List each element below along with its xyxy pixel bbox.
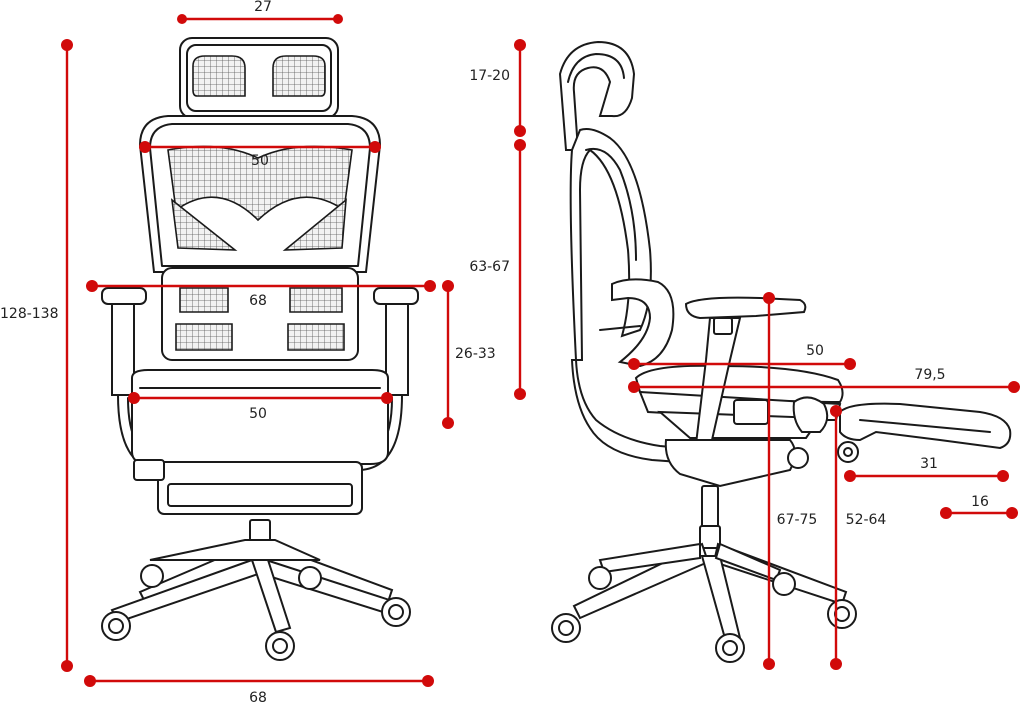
- side-armrest: [684, 296, 807, 446]
- dim-headrest-height: [514, 39, 526, 137]
- side-headrest: [558, 40, 636, 151]
- dim-seat-floor-height: [830, 405, 842, 670]
- label-seat-depth: 50: [806, 343, 824, 359]
- side-view-chair: [551, 40, 1012, 663]
- label-base-width: 68: [249, 690, 267, 703]
- dim-backrest-height: [514, 139, 526, 400]
- dim-armrest-height: [442, 280, 454, 429]
- front-armrests: [101, 287, 419, 471]
- dim-footrest-extension: [844, 470, 1009, 482]
- label-footrest-extension: 31: [920, 456, 938, 472]
- label-backrest-width: 50: [251, 153, 269, 169]
- dim-base-width: [84, 675, 434, 687]
- dim-headrest-width: [177, 14, 343, 24]
- dim-backrest-width: [139, 141, 381, 153]
- dim-seat-width: [128, 392, 393, 404]
- dim-armrest-span: [86, 280, 436, 292]
- label-footrest-width: 16: [971, 494, 989, 510]
- label-total-height: 128-138: [0, 306, 59, 322]
- front-seat: [131, 369, 389, 515]
- dim-footrest-width: [940, 507, 1018, 519]
- dimension-labels: 27 50 68 50 128-138 26-33 68 17-20 63-67…: [0, 0, 989, 706]
- dim-armrest-floor-height: [763, 292, 775, 670]
- side-backrest: [569, 128, 684, 464]
- dimension-lines: [61, 14, 1020, 687]
- front-backrest: [138, 115, 382, 361]
- side-seat: [634, 364, 844, 439]
- front-base: [101, 519, 411, 661]
- label-depth-with-footrest: 79,5: [914, 367, 945, 383]
- dim-depth-with-footrest: [628, 381, 1020, 393]
- side-mechanism: [664, 439, 809, 488]
- front-headrest: [179, 37, 339, 129]
- dim-seat-depth: [628, 358, 856, 370]
- label-armrest-floor-height: 67-75: [777, 512, 818, 528]
- label-headrest-height: 17-20: [469, 68, 510, 84]
- side-footrest: [837, 402, 1012, 463]
- front-view-chair: [101, 37, 419, 661]
- label-seat-floor-height: 52-64: [846, 512, 887, 528]
- label-headrest-width: 27: [254, 0, 272, 15]
- label-seat-width: 50: [249, 406, 267, 422]
- label-armrest-span: 68: [249, 293, 267, 309]
- label-armrest-height: 26-33: [455, 346, 496, 362]
- dim-total-height: [61, 39, 73, 672]
- label-backrest-height: 63-67: [469, 259, 510, 275]
